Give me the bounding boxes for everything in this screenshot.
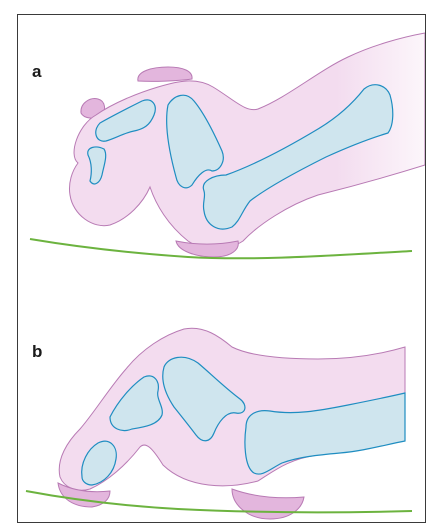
dorsal-pad bbox=[138, 67, 192, 81]
panel-label-a: a bbox=[32, 63, 41, 80]
panel-b: b bbox=[18, 277, 425, 522]
figure-frame: a b bbox=[17, 14, 426, 523]
ventral-pad bbox=[232, 489, 304, 519]
panel-a: a bbox=[18, 15, 425, 277]
panel-a-drawing bbox=[18, 15, 425, 277]
panel-b-drawing bbox=[18, 277, 425, 522]
skin-outline bbox=[69, 33, 425, 249]
panel-label-b: b bbox=[32, 343, 42, 360]
